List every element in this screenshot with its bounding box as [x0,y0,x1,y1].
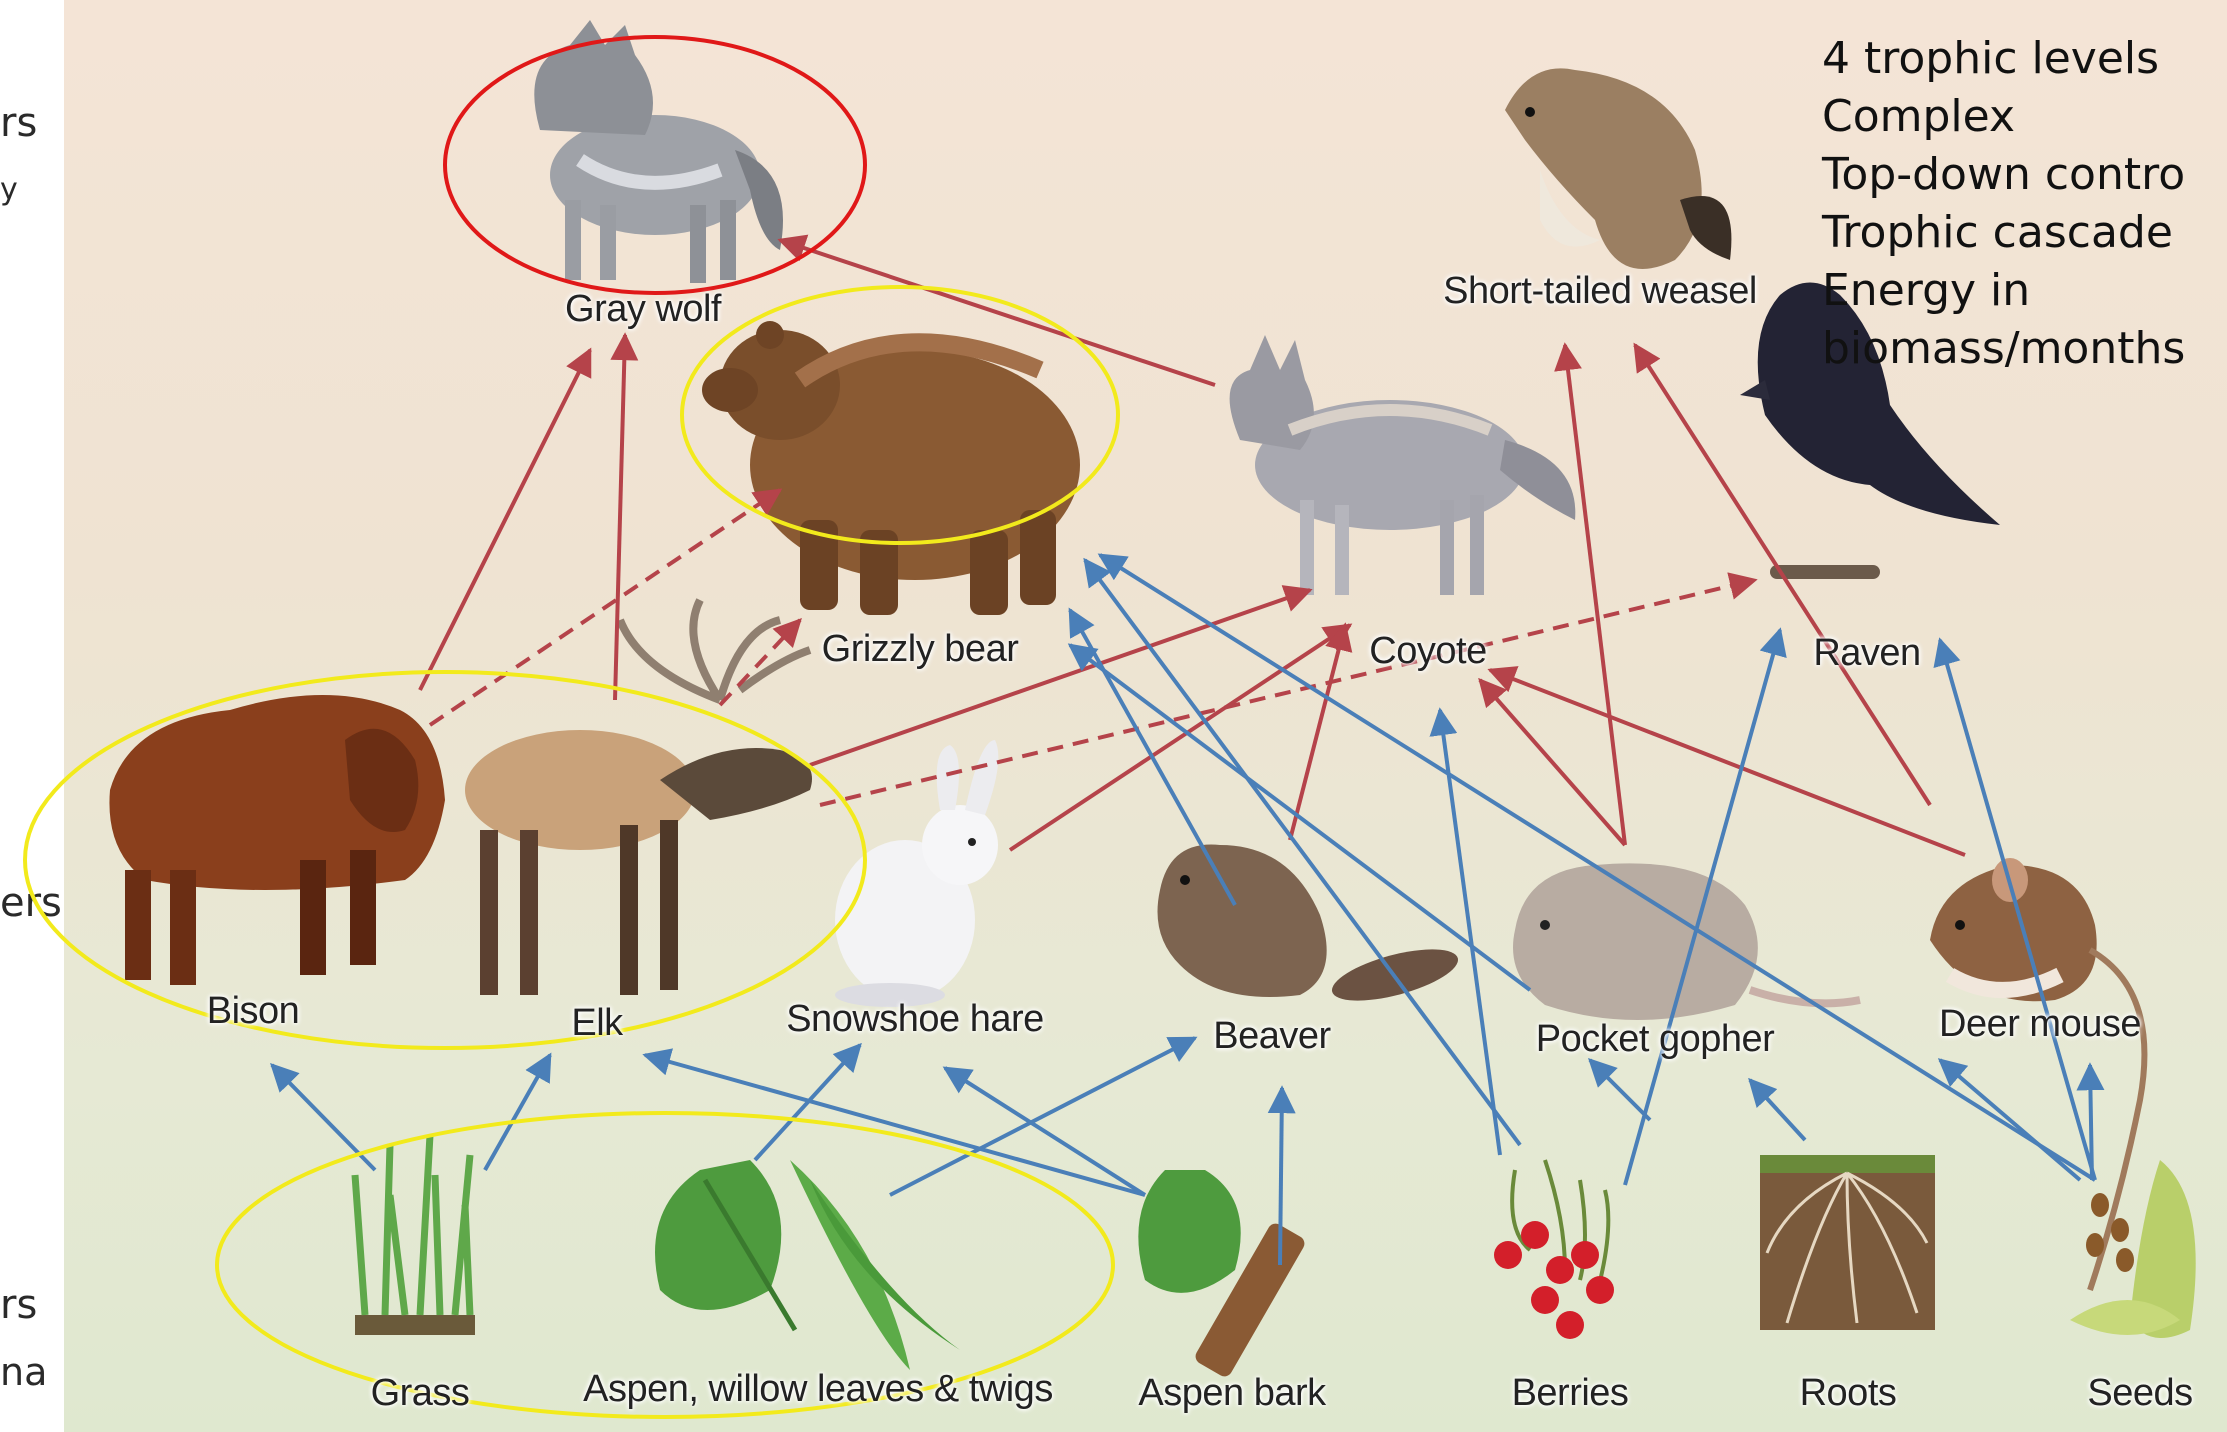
label-beaver: Beaver [1213,1015,1330,1058]
label-aspen-bark: Aspen bark [1138,1372,1325,1415]
note-line: Complex [1822,88,2185,146]
label-aspen-willow: Aspen, willow leaves & twigs [583,1368,1053,1411]
label-grass: Grass [371,1372,470,1415]
label-coyote: Coyote [1369,630,1486,673]
notes-list: 4 trophic levels Complex Top-down contro… [1822,30,2185,378]
label-snowshoe-hare: Snowshoe hare [786,998,1044,1041]
bison-illustration [109,695,445,985]
label-gray-wolf: Gray wolf [565,288,721,331]
roots-illustration [1760,1155,1935,1330]
note-line: Energy in [1822,262,2185,320]
elk-illustration [465,600,812,995]
coyote-illustration [1230,335,1576,595]
label-short-tailed-weasel: Short-tailed weasel [1443,270,1757,313]
label-raven: Raven [1813,632,1920,675]
note-line: 4 trophic levels [1822,30,2185,88]
grass-illustration [355,1135,475,1335]
label-berries: Berries [1512,1372,1629,1415]
label-pocket-gopher: Pocket gopher [1536,1018,1775,1061]
label-seeds: Seeds [2087,1372,2192,1415]
aspen-willow-leaves-illustration [655,1160,960,1370]
note-line: Trophic cascade [1822,204,2185,262]
snowshoe-hare-illustration [835,740,998,1007]
gray-wolf-illustration [534,20,783,283]
label-bison: Bison [207,990,300,1033]
label-deer-mouse: Deer mouse [1939,1003,2141,1046]
note-line: Top-down contro [1822,146,2185,204]
berries-illustration [1494,1160,1614,1339]
short-tailed-weasel-illustration [1505,68,1731,269]
seeds-illustration [2070,1160,2196,1338]
label-roots: Roots [1800,1372,1897,1415]
grizzly-bear-illustration [702,321,1080,615]
label-elk: Elk [571,1002,622,1045]
label-grizzly-bear: Grizzly bear [822,628,1019,671]
beaver-illustration [1158,845,1463,1012]
pocket-gopher-illustration [1513,863,1860,1020]
note-line: biomass/months [1822,320,2185,378]
